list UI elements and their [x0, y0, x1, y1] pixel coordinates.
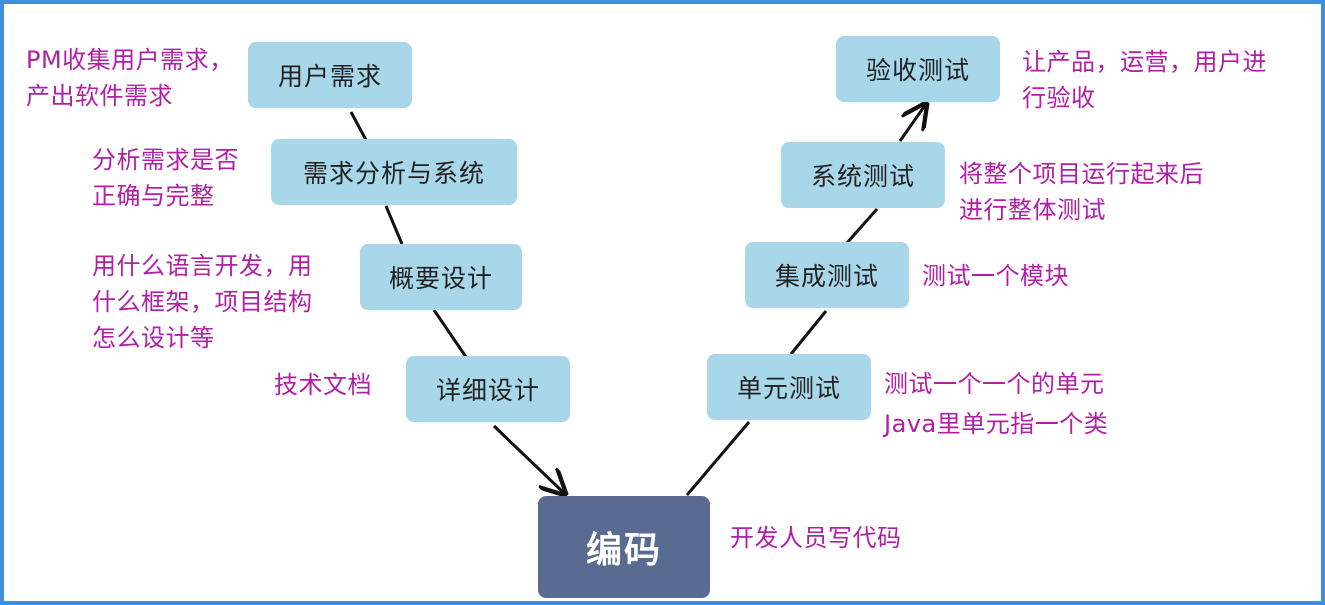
note-requirements-analysis: 分析需求是否 正确与完整 [92, 142, 239, 214]
note-line: 什么框架，项目结构 [92, 288, 313, 316]
note-line: 产出软件需求 [26, 82, 173, 110]
stage-coding: 编码 [538, 496, 710, 598]
note-detailed-design: 技术文档 [274, 367, 372, 403]
line-analysis-to-outline [384, 205, 404, 245]
note-line: 测试一个模块 [922, 262, 1069, 290]
note-acceptance-test: 让产品，运营，用户进 行验收 [1022, 44, 1267, 116]
arrow-detail-to-coding [492, 424, 565, 494]
stage-acceptance-test: 验收测试 [836, 36, 1000, 102]
note-line: 怎么设计等 [92, 324, 215, 352]
line-integration-to-system [844, 208, 879, 245]
line-coding-to-unit [685, 421, 751, 496]
stage-unit-test: 单元测试 [707, 354, 871, 420]
line-unit-to-integration [789, 310, 828, 355]
note-line: 测试一个一个的单元 [884, 370, 1105, 398]
note-line: PM收集用户需求， [26, 46, 234, 74]
note-line: 开发人员写代码 [730, 524, 902, 552]
note-unit-test: 测试一个一个的单元 Java里单元指一个类 [884, 364, 1108, 444]
stage-system-test: 系统测试 [781, 142, 945, 208]
note-line: 用什么语言开发，用 [92, 252, 313, 280]
line-outline-to-detail [432, 309, 468, 358]
arrow-system-to-acceptance [898, 104, 926, 142]
stage-outline-design: 概要设计 [360, 244, 522, 310]
stage-detailed-design: 详细设计 [406, 356, 570, 422]
stage-integration-test: 集成测试 [745, 242, 909, 308]
note-line: 技术文档 [274, 371, 372, 399]
note-coding: 开发人员写代码 [730, 520, 902, 556]
note-line: 让产品，运营，用户进 [1022, 48, 1267, 76]
note-user-requirements: PM收集用户需求， 产出软件需求 [26, 42, 234, 114]
note-integration-test: 测试一个模块 [922, 258, 1069, 294]
note-line: 进行整体测试 [959, 196, 1106, 224]
stage-user-requirements: 用户需求 [248, 42, 412, 108]
note-outline-design: 用什么语言开发，用 什么框架，项目结构 怎么设计等 [92, 248, 313, 356]
line-user-to-analysis [349, 111, 368, 141]
connector-lines [349, 4, 1321, 601]
stage-requirements-analysis: 需求分析与系统 [271, 139, 517, 205]
note-line: 行验收 [1022, 84, 1096, 112]
note-line: 将整个项目运行起来后 [959, 160, 1204, 188]
note-system-test: 将整个项目运行起来后 进行整体测试 [959, 156, 1204, 228]
note-line: Java里单元指一个类 [884, 410, 1109, 438]
note-line: 分析需求是否 [92, 146, 239, 174]
note-line: 正确与完整 [92, 182, 215, 210]
